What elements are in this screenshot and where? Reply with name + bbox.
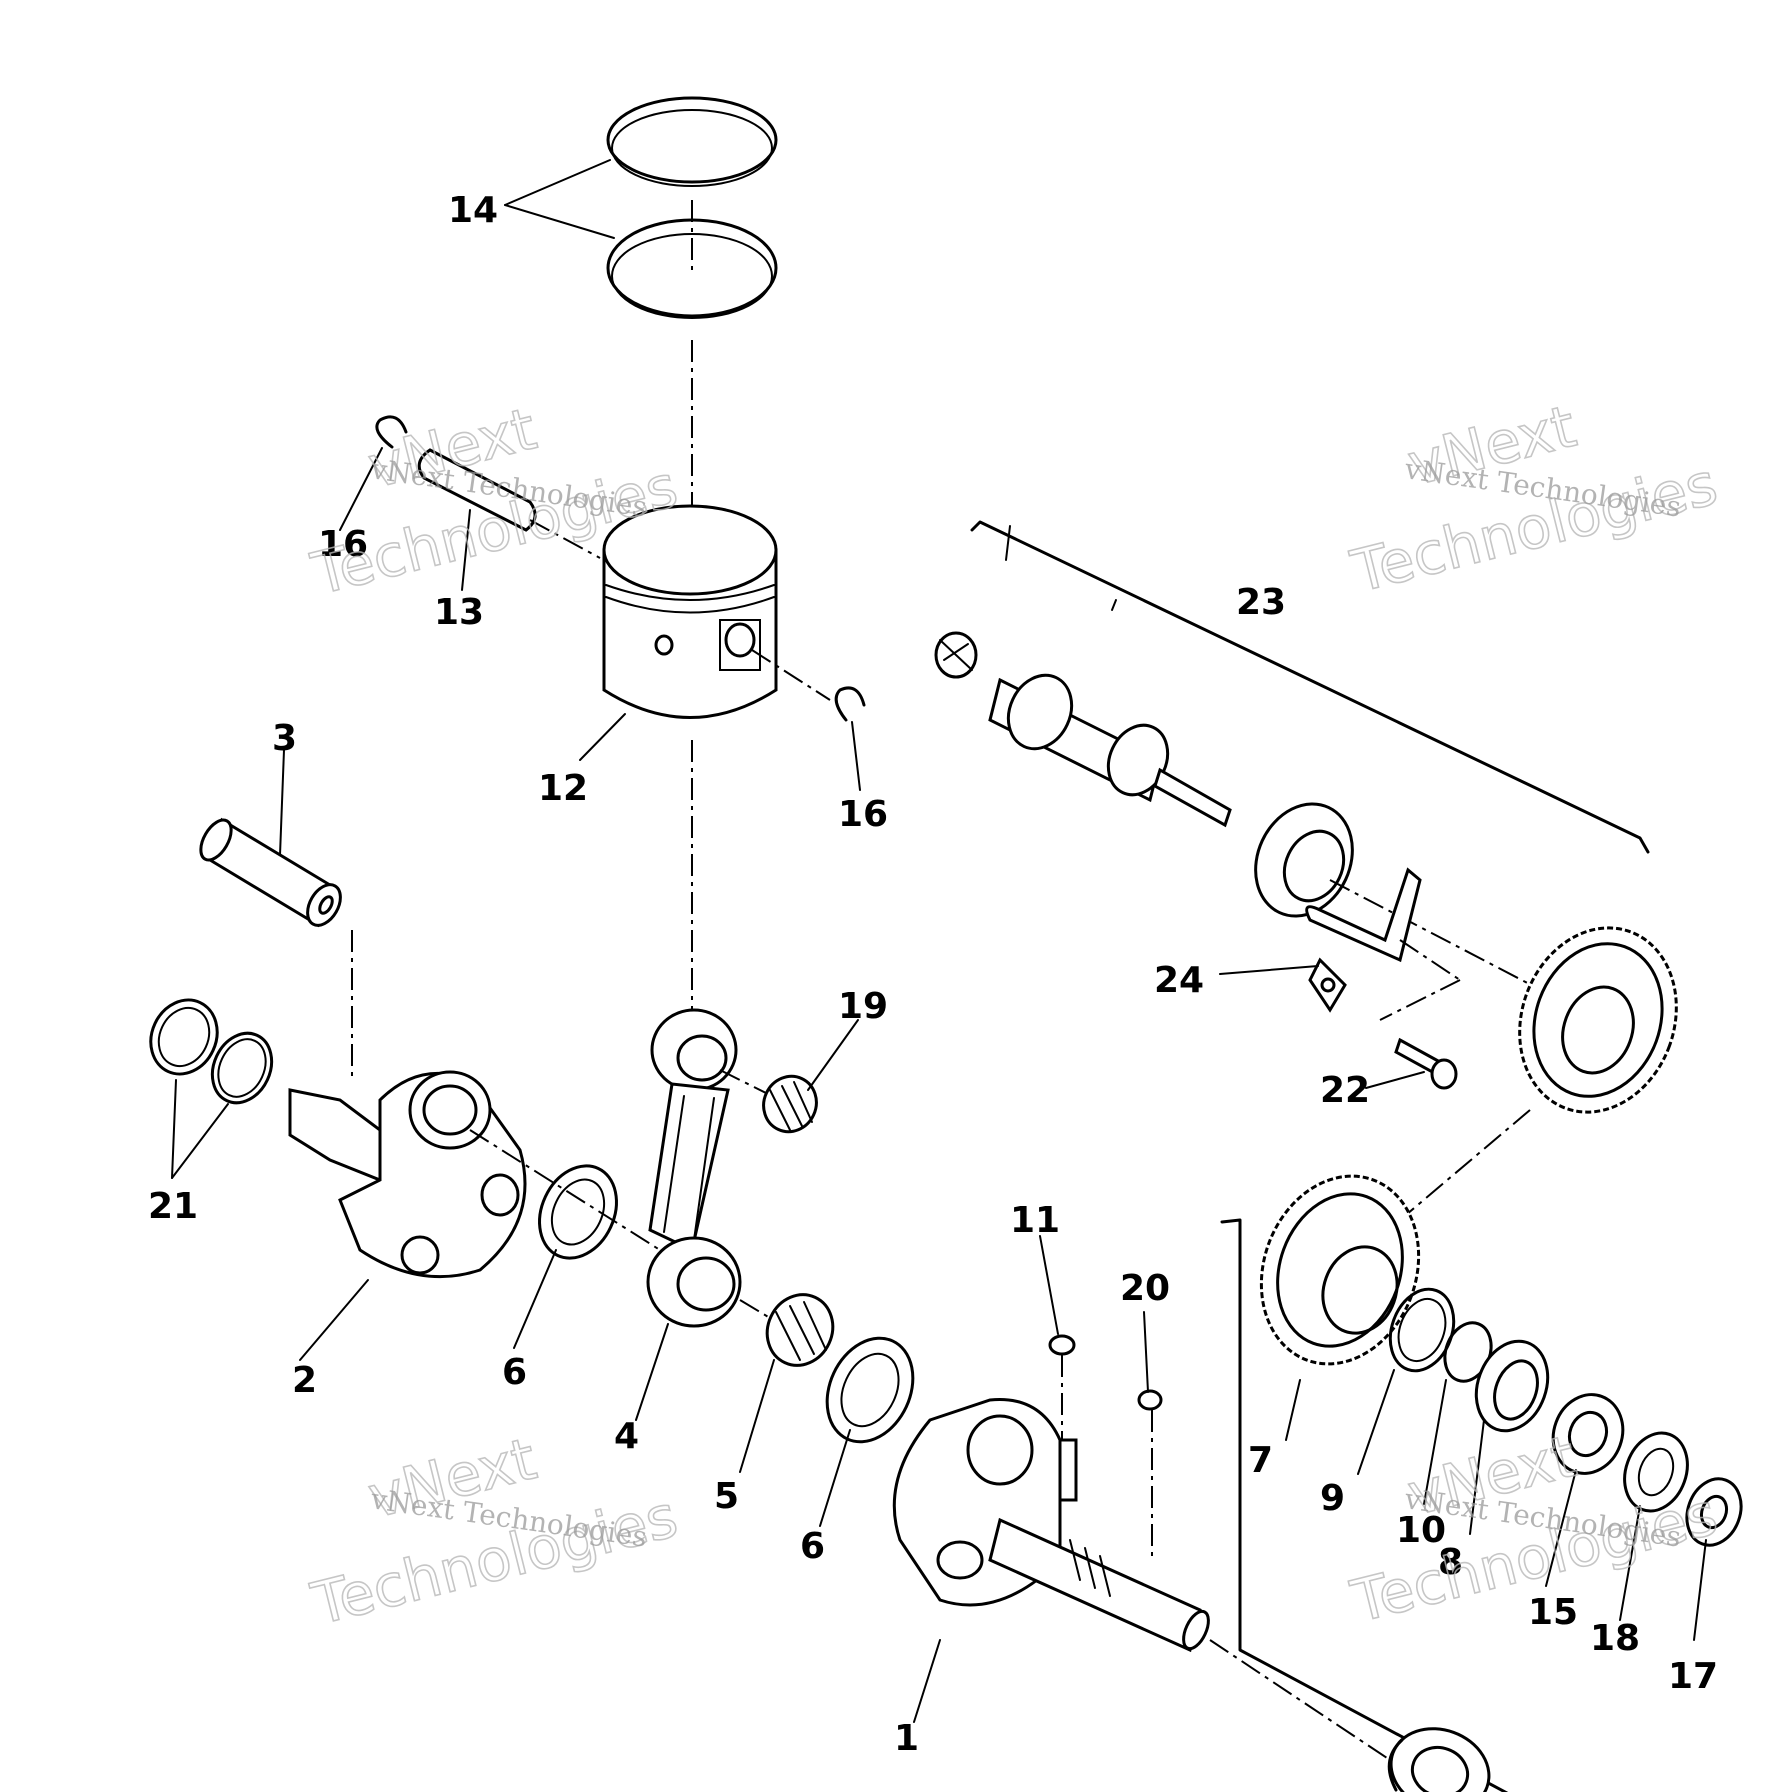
leader-lines	[171, 159, 1707, 1723]
callout-3: 3	[272, 718, 297, 759]
callout-19: 21	[148, 1186, 198, 1227]
balancer-assembly-bracket	[970, 520, 1650, 854]
piston	[602, 504, 778, 719]
crankshaft-left-half	[288, 1070, 527, 1279]
crank-pin	[199, 817, 342, 928]
callout-23: 24	[1154, 960, 1204, 1001]
needle-bearing-big-end	[765, 1293, 835, 1367]
wrist-pin	[417, 448, 537, 532]
callout-16a: 16	[318, 524, 368, 565]
callout-11: 9	[1320, 1478, 1345, 1519]
callout-16b: 16	[838, 794, 888, 835]
callout-10: 8	[1438, 1542, 1463, 1583]
callout-20: 17	[1668, 1656, 1718, 1697]
needle-bearing-small-end	[762, 1074, 818, 1134]
main-bearing-bottom	[1387, 1727, 1491, 1792]
crankshaft-right-half	[892, 1398, 1210, 1653]
balancer-drive-gear	[934, 631, 978, 679]
callout-12: 10	[1396, 1510, 1446, 1551]
callout-2: 2	[292, 1360, 317, 1401]
woodruff-key-18	[1137, 1389, 1163, 1411]
callout-5: 5	[714, 1476, 739, 1517]
primary-gear	[1220, 1174, 1509, 1792]
callout-17: 19	[838, 986, 888, 1027]
callout-4: 4	[614, 1416, 639, 1457]
callout-6b: 6	[800, 1526, 825, 1567]
callout-22: 23	[1236, 582, 1286, 623]
callout-14: 13	[434, 592, 484, 633]
woodruff-key-9	[1048, 1334, 1076, 1356]
circlip-left	[375, 415, 408, 449]
bolt	[1394, 1037, 1458, 1090]
balancer-gear	[1518, 926, 1678, 1114]
callout-18: 20	[1120, 1268, 1170, 1309]
spacer-10	[1474, 1339, 1550, 1433]
nut-20	[1685, 1477, 1743, 1547]
callout-21: 18	[1590, 1618, 1640, 1659]
callout-6a: 6	[502, 1352, 527, 1393]
oil-seal-inner	[210, 1031, 274, 1105]
balancer-shaft	[988, 673, 1232, 828]
callout-1: 1	[894, 1718, 919, 1759]
callout-8: 15	[1528, 1592, 1578, 1633]
connecting-rod	[646, 1008, 742, 1328]
thrust-washer-left	[538, 1164, 618, 1260]
gear-nut-8	[1551, 1393, 1625, 1475]
callout-24: 22	[1320, 1070, 1370, 1111]
washer-21	[1623, 1431, 1689, 1513]
callout-13: 12	[538, 768, 588, 809]
balancer-bearing	[1254, 802, 1354, 918]
callout-15: 14	[448, 190, 498, 231]
circlip-right	[834, 686, 866, 722]
piston-ring-upper	[606, 96, 778, 187]
callout-7: 7	[1248, 1440, 1273, 1481]
oil-seal-outer	[149, 998, 219, 1076]
callout-9: 11	[1010, 1200, 1060, 1241]
